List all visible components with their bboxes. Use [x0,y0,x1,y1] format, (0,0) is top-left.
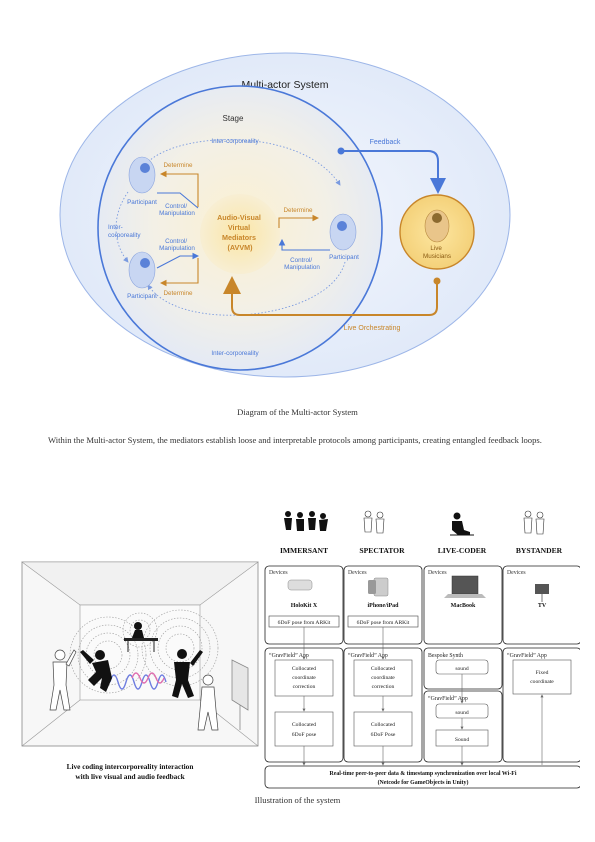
svg-text:Determine: Determine [163,162,193,169]
svg-text:Participant: Participant [329,254,359,261]
svg-text:Participant: Participant [127,199,157,206]
svg-text:“GravField” App: “GravField” App [428,695,468,702]
inter-label-top: Inter-corporeality [211,138,259,145]
multi-actor-diagram: Multi-actor System Stage Inter-corporeal… [59,52,511,378]
svg-text:sound: sound [455,666,469,672]
svg-text:Control/ Manipulation: Control/ Manipulation [159,203,195,217]
pose-label-immersant: 6DoF pose from ARKit [278,619,331,626]
system-diagram: IMMERSANT SPECTATOR LIVE-CODER BYSTANDER… [264,510,580,789]
inter-corporeality-loop [141,139,341,186]
svg-text:“GravField” App: “GravField” App [507,652,547,659]
room-illustration [21,561,259,747]
inter-label-bottom: Inter-corporeality [211,350,259,357]
feedback-arrow [341,150,446,194]
role-immersant: IMMERSANT [280,546,328,555]
pose-label-spectator: 6DoF pose from ARKit [357,619,410,626]
system-caption: Illustration of the system [254,795,341,805]
stage-label: Stage [223,114,244,123]
role-spectator: SPECTATOR [359,546,405,555]
svg-text:Participant: Participant [127,293,157,300]
svg-text:“GravField” App: “GravField” App [348,652,388,659]
participant-top-left: Participant [127,156,157,206]
svg-text:Devices: Devices [428,570,447,576]
svg-text:Sound: Sound [455,737,470,743]
svg-text:Control/ Manipulation: Control/ Manipulation [284,257,320,271]
live-musicians-label: Live Musicians [423,245,451,260]
participant-bottom-left: Participant [127,251,157,300]
svg-text:“GravField” App: “GravField” App [269,652,309,659]
avvm-label: Audio-Visual Virtual Mediators (AVVM) [217,213,263,252]
svg-text:Bespoke Synth: Bespoke Synth [428,653,463,659]
avvm-circle [200,194,280,274]
svg-text:Determine: Determine [163,290,193,297]
feedback-label: Feedback [370,139,401,146]
svg-text:sound: sound [455,710,469,716]
device-tv: TV [538,603,547,609]
devices-box-bystander [502,565,580,645]
role-live-coder: LIVE-CODER [438,546,487,555]
participant-right: Participant [329,213,359,261]
bus-line-1: Real-time peer-to-peer data & timestamp … [329,771,516,777]
svg-text:Determine: Determine [283,207,313,214]
inter-label-left: Inter- corporeality [108,224,141,239]
bus-line-2: (Netcode for GameObjects in Unity) [378,779,469,786]
live-orchestrating-label: Live Orchestrating [344,325,401,332]
svg-text:Control/ Manipulation: Control/ Manipulation [159,238,195,252]
device-iphone: iPhone/iPad [367,603,399,609]
role-bystander: BYSTANDER [516,546,563,555]
svg-text:Devices: Devices [348,570,367,576]
sync-bus [264,765,580,789]
device-holokit: HoloKit X [291,603,318,609]
svg-text:Devices: Devices [269,570,288,576]
live-orchestrating-arrow [223,276,438,316]
device-macbook: MacBook [451,603,476,609]
room-caption: Live coding intercorporeality interactio… [66,762,194,781]
svg-text:Devices: Devices [507,570,526,576]
diagram-caption: Diagram of the Multi-actor System [237,407,358,417]
body-paragraph: Within the Multi-actor System, the media… [48,435,542,445]
devices-box-live-coder [423,565,503,645]
